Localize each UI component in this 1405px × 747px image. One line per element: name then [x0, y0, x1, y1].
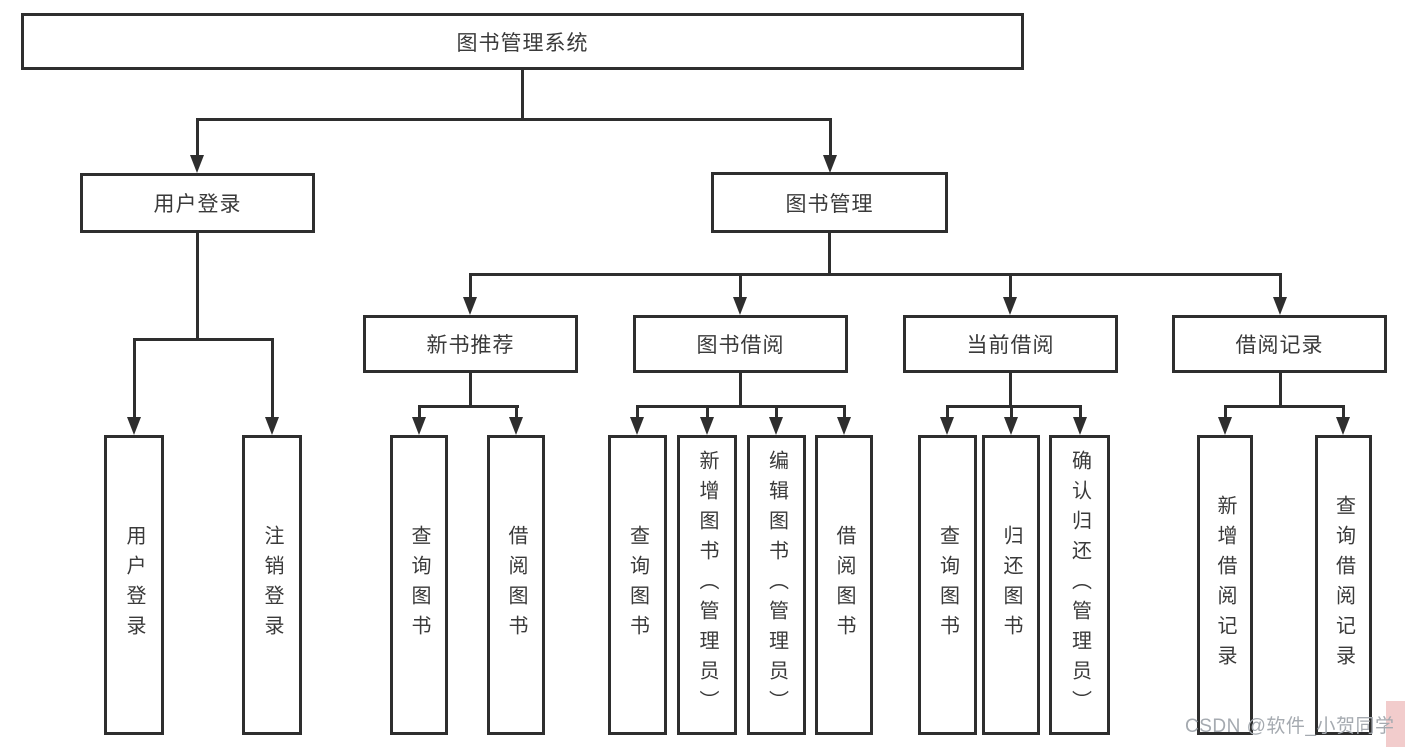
connector-drop	[1009, 273, 1012, 301]
connector-root-left-drop	[196, 118, 199, 158]
connector-borrow-rail	[636, 405, 846, 408]
watermark-accent	[1386, 701, 1405, 747]
leaf-user-login: 用户登录	[104, 435, 164, 735]
arrowhead-icon	[1004, 417, 1018, 435]
arrowhead-icon	[837, 417, 851, 435]
arrowhead-icon	[412, 417, 426, 435]
connector-drop	[946, 405, 949, 419]
connector-drop	[1224, 405, 1227, 419]
connector-bookmgmt-rail	[469, 273, 1282, 276]
arrowhead-icon	[265, 417, 279, 435]
node-current-borrow: 当前借阅	[903, 315, 1118, 373]
connector-newbook-stem	[469, 373, 472, 405]
connector-drop	[469, 273, 472, 301]
arrowhead-icon	[1218, 417, 1232, 435]
arrowhead-icon	[127, 417, 141, 435]
leaf-borrow-edit-admin: 编辑图书（管理员）	[747, 435, 806, 735]
leaf-current-return: 归还图书	[982, 435, 1040, 735]
arrowhead-icon	[1073, 417, 1087, 435]
arrowhead-icon	[700, 417, 714, 435]
connector-newbook-rail	[418, 405, 519, 408]
connector-drop	[636, 405, 639, 419]
connector-drop	[706, 405, 709, 419]
node-book-borrow: 图书借阅	[633, 315, 848, 373]
node-user-login: 用户登录	[80, 173, 315, 233]
arrowhead-icon	[190, 155, 204, 173]
connector-records-stem	[1279, 373, 1282, 405]
node-root: 图书管理系统	[21, 13, 1024, 70]
arrowhead-icon	[940, 417, 954, 435]
leaf-current-confirm-admin: 确认归还（管理员）	[1049, 435, 1110, 735]
watermark: CSDN @软件_小贺同学	[1185, 716, 1395, 737]
connector-drop	[133, 338, 136, 418]
connector-root-rail	[196, 118, 832, 121]
leaf-record-query: 查询借阅记录	[1315, 435, 1372, 735]
connector-current-rail	[946, 405, 1082, 408]
leaf-newbook-borrow: 借阅图书	[487, 435, 545, 735]
leaf-borrow-add-admin: 新增图书（管理员）	[677, 435, 737, 735]
arrowhead-icon	[1273, 297, 1287, 315]
connector-current-stem	[1009, 373, 1012, 405]
connector-drop	[1010, 405, 1013, 419]
arrowhead-icon	[509, 417, 523, 435]
arrowhead-icon	[630, 417, 644, 435]
connector-drop	[739, 273, 742, 301]
connector-root-stem	[521, 70, 524, 118]
leaf-borrow-query: 查询图书	[608, 435, 667, 735]
connector-records-rail	[1224, 405, 1345, 408]
connector-root-right-drop	[829, 118, 832, 158]
connector-drop	[1342, 405, 1345, 419]
arrowhead-icon	[769, 417, 783, 435]
connector-drop	[775, 405, 778, 419]
node-new-book-recommend: 新书推荐	[363, 315, 578, 373]
arrowhead-icon	[1336, 417, 1350, 435]
leaf-borrow-book: 借阅图书	[815, 435, 873, 735]
node-book-management: 图书管理	[711, 172, 948, 233]
connector-userlogin-stem	[196, 233, 199, 338]
arrowhead-icon	[733, 297, 747, 315]
connector-drop	[843, 405, 846, 419]
connector-userlogin-rail	[133, 338, 274, 341]
leaf-current-query: 查询图书	[918, 435, 977, 735]
arrowhead-icon	[823, 155, 837, 173]
connector-drop	[515, 405, 518, 419]
arrowhead-icon	[463, 297, 477, 315]
arrowhead-icon	[1003, 297, 1017, 315]
leaf-newbook-query: 查询图书	[390, 435, 448, 735]
connector-drop	[271, 338, 274, 418]
leaf-logout: 注销登录	[242, 435, 302, 735]
connector-borrow-stem	[739, 373, 742, 405]
connector-drop	[1279, 273, 1282, 301]
connector-drop	[1079, 405, 1082, 419]
node-borrow-records: 借阅记录	[1172, 315, 1387, 373]
connector-drop	[418, 405, 421, 419]
connector-bookmgmt-stem	[828, 233, 831, 273]
leaf-record-add: 新增借阅记录	[1197, 435, 1253, 735]
